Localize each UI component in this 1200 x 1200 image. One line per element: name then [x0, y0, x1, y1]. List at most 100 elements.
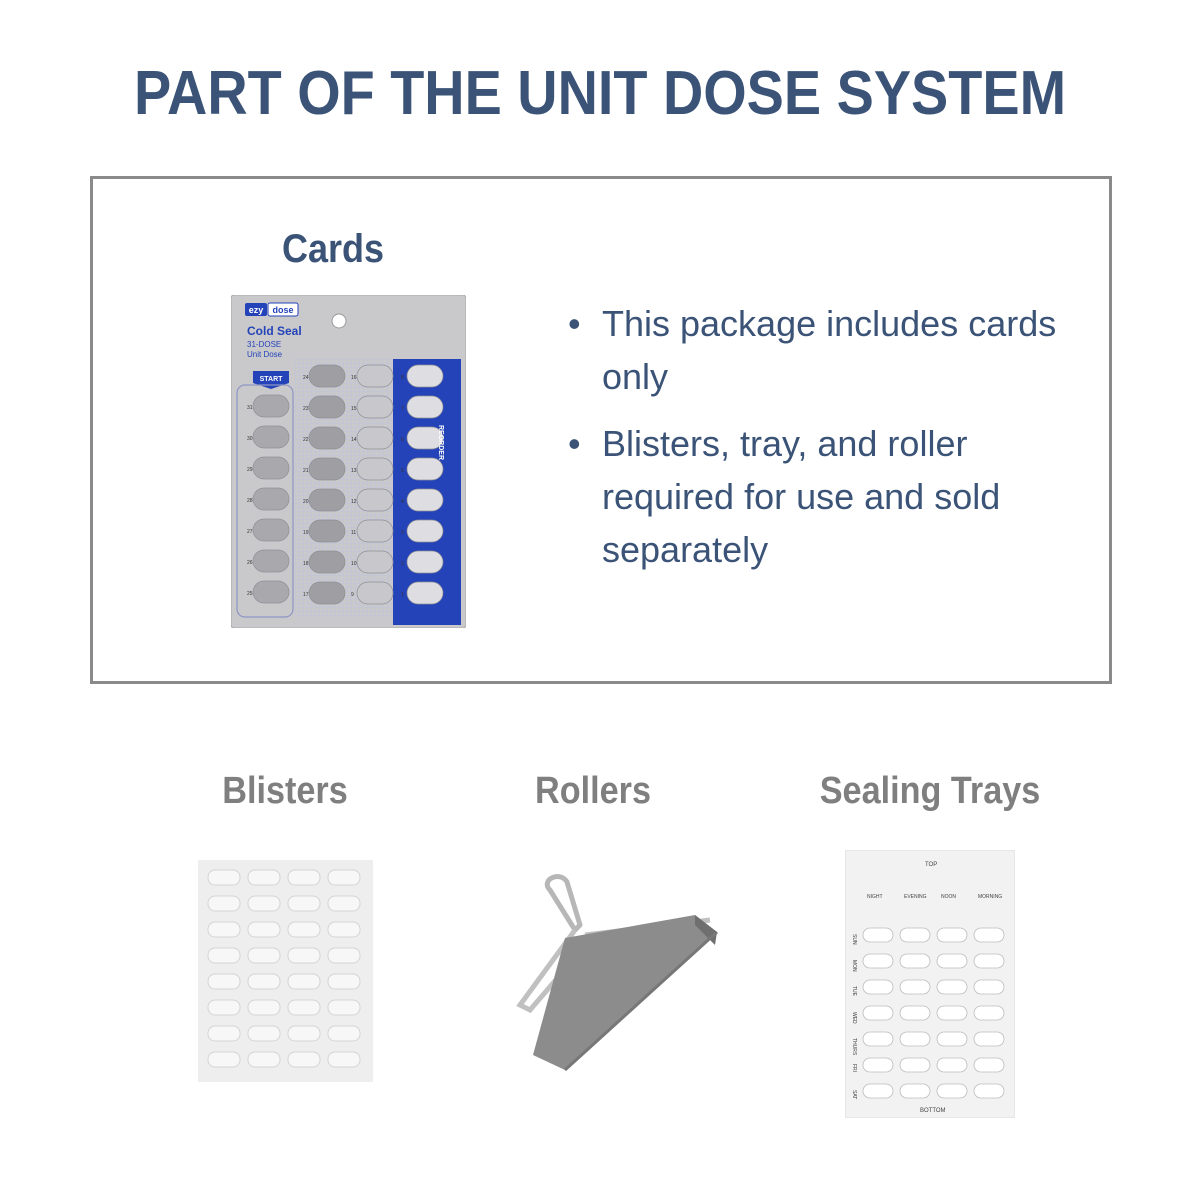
tray-pocket	[862, 979, 894, 995]
tray-day-label: FRI	[851, 1064, 857, 1072]
cold-seal-card-image: ezy dose Cold Seal 31-DOSE Unit Dose STA…	[231, 295, 466, 628]
tray-pocket	[973, 979, 1005, 995]
tray-column-label: MORNING	[978, 894, 1002, 900]
tray-pocket	[973, 953, 1005, 969]
rollers-label: Rollers	[535, 770, 651, 812]
blister-pocket	[247, 1025, 281, 1042]
card-pocket-number: 30	[247, 436, 253, 442]
tray-pocket	[936, 1057, 968, 1073]
bullet-dot-icon: •	[568, 303, 581, 344]
card-dose: 31-DOSE	[247, 340, 281, 349]
blister-pocket	[287, 947, 321, 964]
tray-pocket	[936, 953, 968, 969]
bullet-dot-icon: •	[568, 423, 581, 464]
tray-day-label: SUN	[851, 934, 857, 945]
card-pocket-number: 5	[401, 468, 404, 474]
blister-sheet-icon	[198, 860, 373, 1082]
card-pocket	[308, 581, 346, 605]
blister-pocket	[327, 869, 361, 886]
card-pocket-number: 16	[351, 375, 357, 381]
card-pocket	[356, 426, 394, 450]
tray-pocket	[862, 953, 894, 969]
blister-pocket	[247, 947, 281, 964]
card-pocket	[252, 394, 290, 418]
blister-pocket	[247, 973, 281, 990]
tray-pocket	[973, 1083, 1005, 1099]
card-pocket-number: 22	[303, 437, 309, 443]
blister-pocket	[287, 1051, 321, 1068]
blister-pocket	[327, 895, 361, 912]
card-pocket	[308, 457, 346, 481]
card-pocket	[356, 488, 394, 512]
card-pocket-number: 10	[351, 561, 357, 567]
blister-pocket	[327, 921, 361, 938]
card-pocket-number: 2	[401, 561, 404, 567]
card-pocket-number: 3	[401, 530, 404, 536]
tray-pocket	[973, 1005, 1005, 1021]
sealing-trays-label: Sealing Trays	[819, 770, 1041, 812]
card-pocket	[356, 395, 394, 419]
tray-pocket	[899, 953, 931, 969]
card-pocket	[406, 426, 444, 450]
bullet-item: • This package includes cards only	[568, 297, 1088, 403]
card-pocket	[252, 425, 290, 449]
card-pocket	[406, 395, 444, 419]
tray-pocket	[973, 1057, 1005, 1073]
card-pocket-number: 20	[303, 499, 309, 505]
card-type: Unit Dose	[247, 350, 283, 359]
card-product-name: Cold Seal	[247, 324, 302, 338]
card-pocket-number: 1	[401, 592, 404, 598]
tray-pocket	[936, 1005, 968, 1021]
card-pocket	[308, 550, 346, 574]
card-pocket-number: 12	[351, 499, 357, 505]
card-pocket-number: 7	[401, 406, 404, 412]
tray-day-label: MON	[851, 960, 857, 972]
blister-pocket	[207, 895, 241, 912]
card-pocket-number: 6	[401, 437, 404, 443]
blister-pocket	[247, 921, 281, 938]
blister-pocket	[327, 1025, 361, 1042]
card-pocket	[356, 550, 394, 574]
tray-pocket	[862, 1083, 894, 1099]
card-pocket	[308, 426, 346, 450]
reorder-label: REORDER	[437, 425, 444, 460]
card-pocket	[406, 364, 444, 388]
card-pocket	[356, 364, 394, 388]
blister-pocket	[207, 921, 241, 938]
card-pocket-number: 15	[351, 406, 357, 412]
tray-pocket	[973, 927, 1005, 943]
blister-pocket	[207, 999, 241, 1016]
card-pocket-number: 19	[303, 530, 309, 536]
card-pocket-number: 29	[247, 467, 253, 473]
tray-pocket	[973, 1031, 1005, 1047]
tray-pocket	[862, 1031, 894, 1047]
bullet-item: •Blisters, tray, and roller required for…	[568, 417, 1088, 576]
tray-pocket	[899, 1005, 931, 1021]
tray-day-label: TUE	[851, 986, 857, 997]
start-tab: START	[260, 376, 284, 383]
tray-pocket	[899, 927, 931, 943]
card-pocket-number: 18	[303, 561, 309, 567]
card-pocket-number: 14	[351, 437, 357, 443]
bullet-text: This package includes cards only	[602, 303, 1057, 397]
tray-pocket	[899, 979, 931, 995]
feature-bullets: • This package includes cards only •Blist…	[568, 297, 1088, 590]
tray-pocket	[936, 1083, 968, 1099]
blister-pocket	[327, 1051, 361, 1068]
blister-pocket	[327, 999, 361, 1016]
tray-column-label: EVENING	[904, 894, 927, 900]
blister-pocket	[207, 869, 241, 886]
blister-pocket	[207, 1025, 241, 1042]
card-pocket-number: 23	[303, 406, 309, 412]
card-pocket	[308, 488, 346, 512]
card-pocket	[252, 487, 290, 511]
card-pocket	[252, 580, 290, 604]
card-pocket-number: 17	[303, 592, 309, 598]
card-pocket	[308, 395, 346, 419]
brand-logo-left: ezy	[249, 305, 264, 315]
cards-title: Cards	[281, 227, 385, 271]
card-pocket	[308, 364, 346, 388]
tray-pocket	[936, 927, 968, 943]
blister-pocket	[287, 999, 321, 1016]
card-pocket	[252, 549, 290, 573]
